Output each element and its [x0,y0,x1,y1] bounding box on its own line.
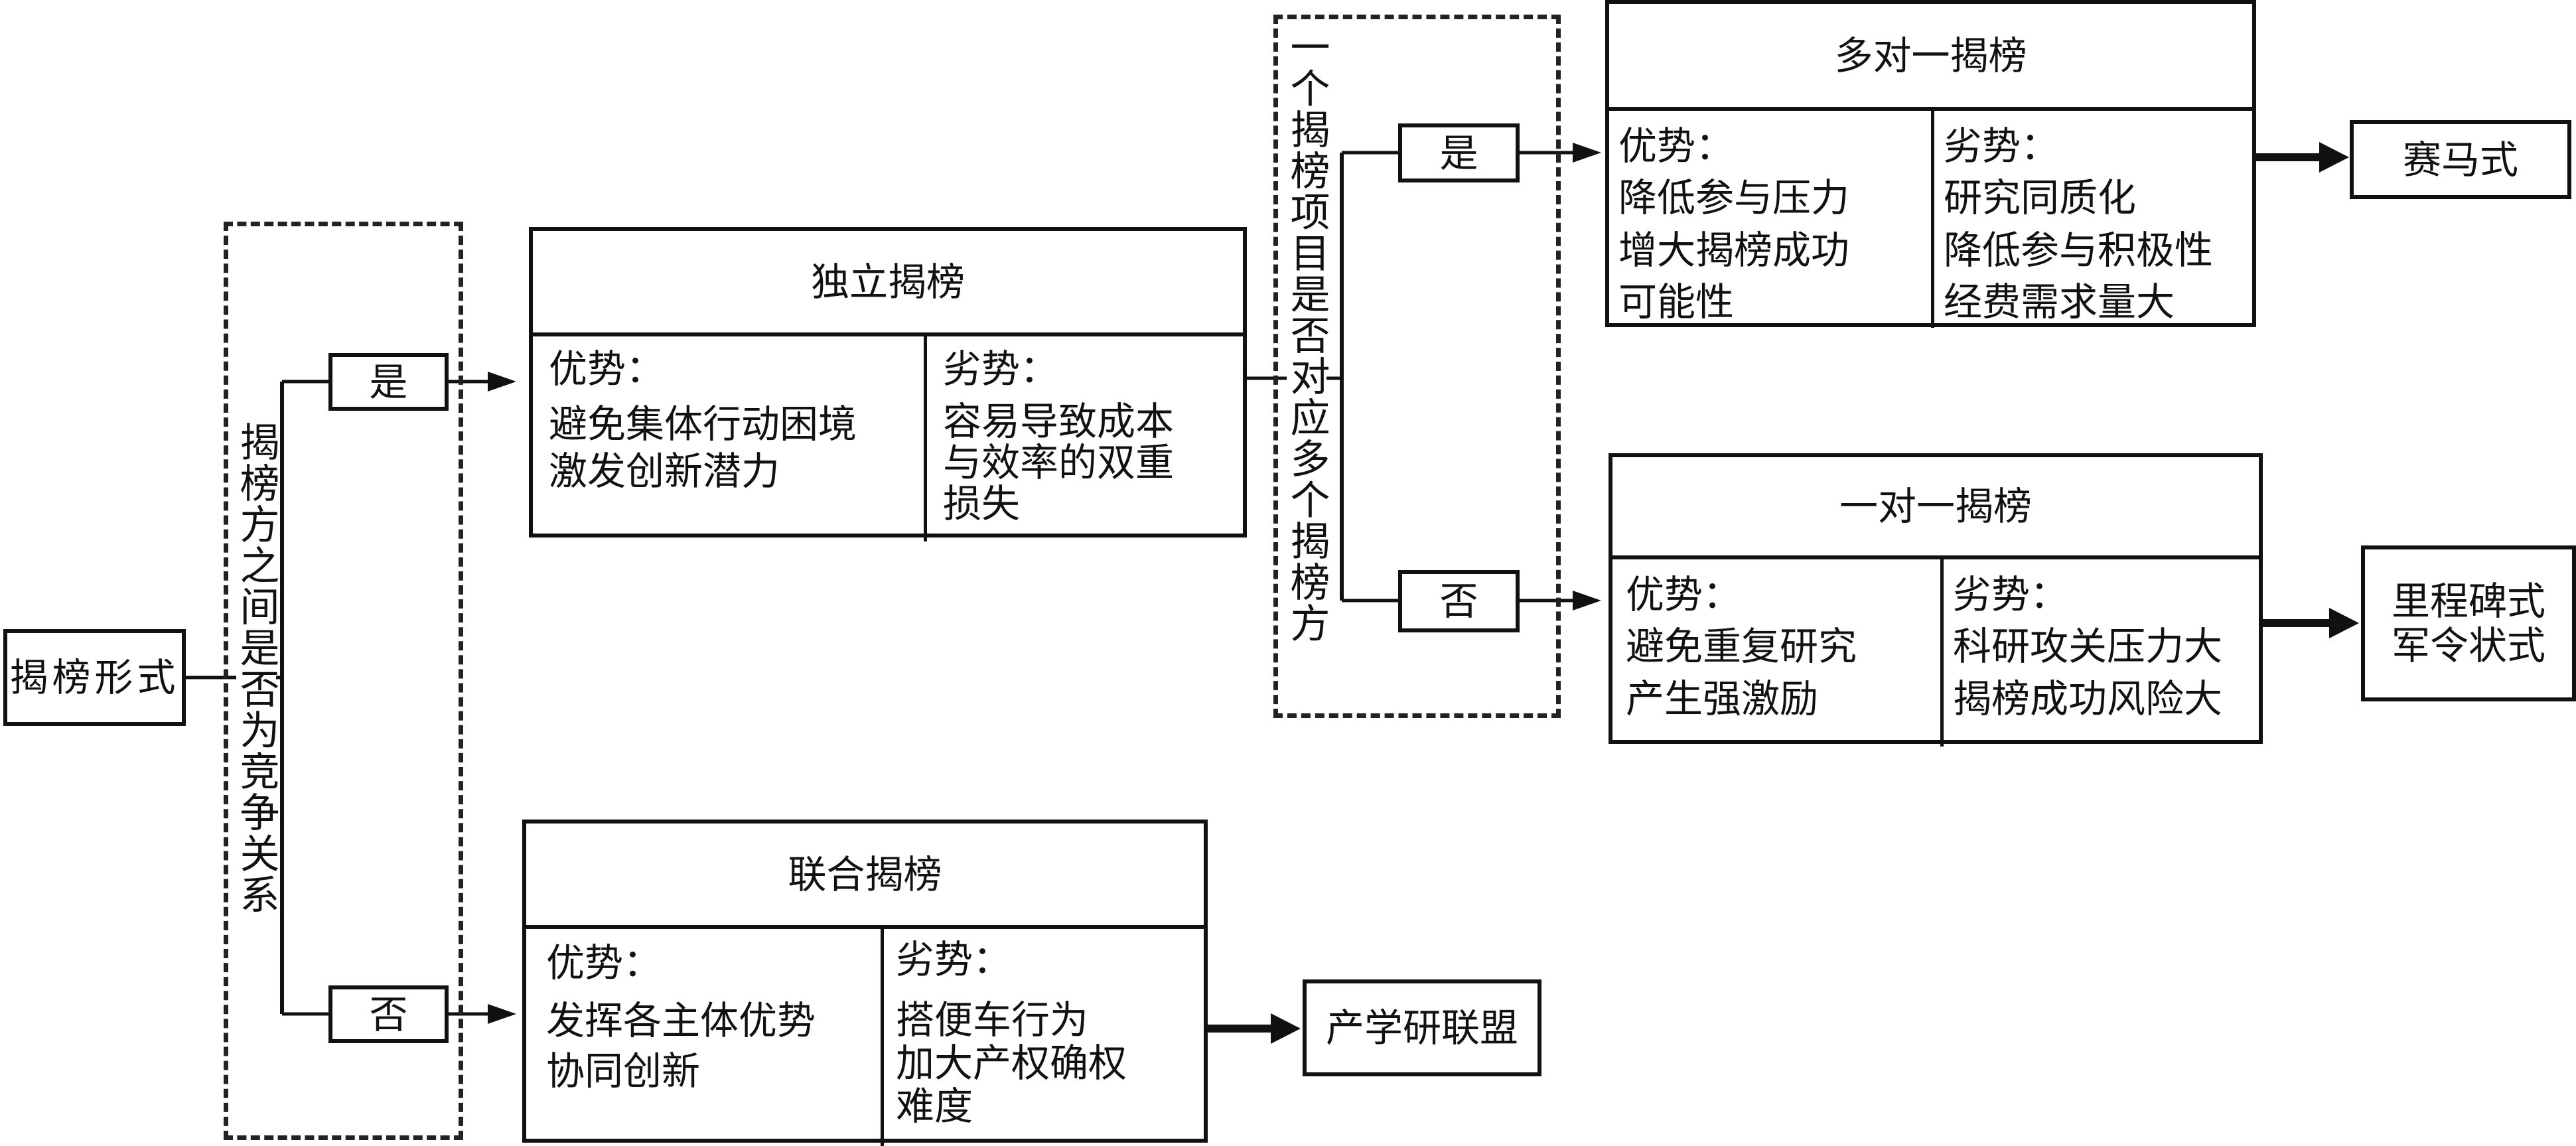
divider [924,334,927,541]
horse-race-result[interactable]: 赛马式 [2350,120,2571,199]
arrowhead-one-to-one [1573,591,1601,610]
divider [1931,109,1934,328]
cons-label: 劣势： [943,346,1059,392]
arrowhead-milestone [2329,608,2359,638]
milestone-label: 里程碑式军令状式 [2391,578,2545,668]
decision1-question: 揭榜方之间是否为竞争关系 [233,421,279,915]
cons-item: 加大产权确权难度 [896,1040,1127,1129]
root-label: 揭榜形式 [9,655,180,700]
divider [526,925,1204,929]
many-to-one-cons: 劣势： 研究同质化 降低参与积极性 经费需求量大 [1934,111,2253,328]
joint-title: 联合揭榜 [788,851,942,897]
arrowhead-independent [488,372,516,392]
divider [1940,557,1944,747]
decision2-yes-label: 是 [1439,130,1478,176]
milestone-result[interactable]: 里程碑式军令状式 [2361,545,2576,701]
many-to-one-title: 多对一揭榜 [1834,33,2027,78]
alliance-label: 产学研联盟 [1325,1005,1518,1050]
cons-item: 经费需求量大 [1944,279,2175,324]
cons-item: 搭便车行为 [896,997,1089,1042]
decision1-yes[interactable]: 是 [328,353,449,411]
pros-item: 激发创新潜力 [549,448,780,494]
independent-cons: 劣势： 容易导致成本与效率的双重损失 [927,336,1219,524]
decision1-region [224,222,463,1140]
arrowhead-alliance [1271,1013,1301,1044]
decision2-no[interactable]: 否 [1398,570,1520,632]
pros-label: 优势： [549,346,665,392]
independent-title: 独立揭榜 [810,259,965,305]
cons-item: 降低参与积极性 [1944,227,2214,273]
pros-item: 产生强激励 [1626,676,1819,721]
arrowhead-horse-race [2319,142,2349,173]
pros-item: 降低参与压力 [1618,175,1850,221]
many-to-one-card[interactable]: 多对一揭榜 优势： 降低参与压力 增大揭榜成功可能性 劣势： 研究同质化 降低参… [1605,0,2256,328]
pros-item: 协同创新 [546,1048,701,1094]
many-to-one-pros: 优势： 降低参与压力 增大揭榜成功可能性 [1609,111,1931,328]
alliance-result[interactable]: 产学研联盟 [1303,979,1541,1076]
cons-label: 劣势： [896,937,1012,982]
joint-card[interactable]: 联合揭榜 优势： 发挥各主体优势 协同创新 劣势： 搭便车行为 加大产权确权难度 [522,820,1208,1146]
independent-pros: 优势： 避免集体行动困境 激发创新潜力 [533,336,924,494]
one-to-one-card[interactable]: 一对一揭榜 优势： 避免重复研究 产生强激励 劣势： 科研攻关压力大 揭榜成功风… [1609,453,2263,747]
one-to-one-title: 一对一揭榜 [1839,484,2032,529]
joint-cons: 劣势： 搭便车行为 加大产权确权难度 [884,929,1202,1128]
decision2-no-label: 否 [1439,579,1478,624]
decision2-region [1273,15,1561,718]
pros-item: 增大揭榜成功可能性 [1618,227,1850,324]
pros-label: 优势： [546,940,662,985]
joint-pros: 优势： 发挥各主体优势 协同创新 [526,929,881,1096]
arrowhead-joint [488,1004,516,1024]
divider [1609,107,2252,111]
pros-item: 避免集体行动困境 [549,401,857,447]
independent-card[interactable]: 独立揭榜 优势： 避免集体行动困境 激发创新潜力 劣势： 容易导致成本与效率的双… [529,227,1247,541]
horse-race-label: 赛马式 [2402,137,2518,182]
pros-label: 优势： [1626,572,1742,617]
pros-item: 避免重复研究 [1626,624,1857,670]
pros-item: 发挥各主体优势 [546,998,816,1044]
arrowhead-many-to-one [1573,143,1601,163]
cons-item: 科研攻关压力大 [1953,624,2223,670]
cons-label: 劣势： [1944,123,2060,169]
divider [881,927,884,1146]
root-node[interactable]: 揭榜形式 [3,629,186,726]
decision1-no-label: 否 [369,991,408,1037]
pros-label: 优势： [1618,123,1735,169]
cons-item: 容易导致成本与效率的双重损失 [943,398,1175,526]
divider [1612,555,2259,559]
divider [533,332,1243,336]
decision2-question: 一个揭榜项目是否对应多个揭榜方 [1283,27,1330,644]
cons-item: 揭榜成功风险大 [1953,676,2223,721]
cons-label: 劣势： [1953,572,2069,617]
decision2-yes[interactable]: 是 [1398,123,1520,182]
cons-item: 研究同质化 [1944,175,2137,221]
one-to-one-pros: 优势： 避免重复研究 产生强激励 [1612,559,1940,725]
decision1-no[interactable]: 否 [328,985,449,1043]
decision1-yes-label: 是 [369,359,408,405]
one-to-one-cons: 劣势： 科研攻关压力大 揭榜成功风险大 [1944,559,2262,725]
